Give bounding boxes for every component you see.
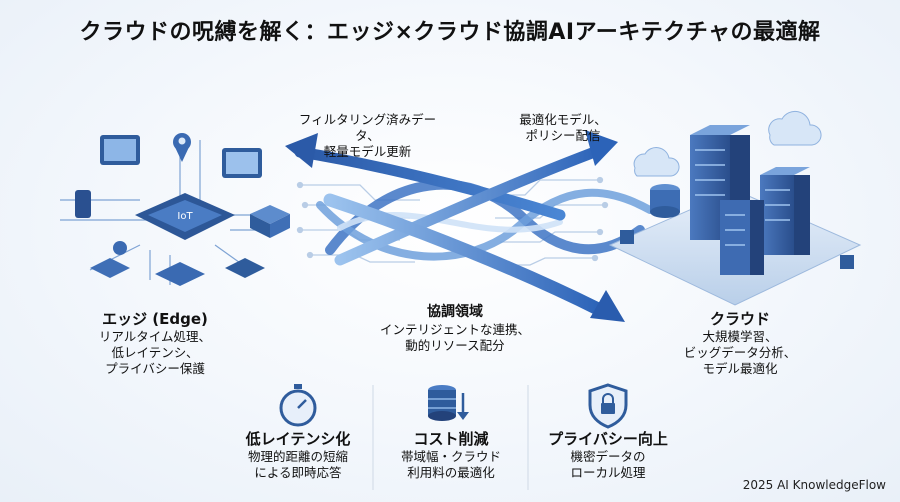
flow-right-label: 最適化モデル、 ポリシー配信	[488, 112, 638, 144]
cloud-label: クラウド 大規模学習、 ビッグデータ分析、 モデル最適化	[650, 310, 830, 377]
benefit-privacy: プライバシー向上 機密データの ローカル処理	[534, 430, 682, 481]
flow-right-line: ポリシー配信	[525, 128, 601, 143]
benefit-line: 機密データの	[570, 449, 646, 464]
cloud-line: 大規模学習、	[702, 329, 778, 344]
collaboration-line: 動的リソース配分	[405, 338, 505, 353]
arrowhead-right	[585, 130, 618, 166]
arrow-down-cloud	[323, 193, 607, 317]
edge-line: プライバシー保護	[105, 361, 205, 376]
cloud-line: ビッグデータ分析、	[683, 345, 797, 360]
flow-right-line: 最適化モデル、	[519, 112, 607, 127]
page-title: クラウドの呪縛を解く：エッジ×クラウド協調AIアーキテクチャの最適解	[79, 20, 821, 45]
benefit-cost: コスト削減 帯域幅・クラウド 利用料の最適化	[380, 430, 522, 481]
arrow-to-cloud	[334, 144, 606, 266]
collaboration-label: 協調領域 インテリジェントな連携、 動的リソース配分	[360, 303, 550, 354]
edge-device-cluster: IoT	[60, 133, 290, 286]
footer-credit: 2025 AI KnowledgeFlow	[742, 478, 886, 492]
edge-line: リアルタイム処理、	[98, 329, 212, 344]
flow-left-label: フィルタリング済みデータ、 軽量モデル更新	[290, 112, 445, 160]
database-download-icon	[428, 385, 469, 421]
shield-lock-icon	[588, 383, 628, 429]
edge-heading: エッジ (Edge)	[102, 310, 208, 328]
stopwatch-icon	[279, 384, 317, 427]
flow-left-line: 軽量モデル更新	[323, 144, 412, 159]
edge-chip-label: IoT	[177, 211, 193, 222]
benefit-line: による即時応答	[254, 465, 342, 480]
cloud-line: モデル最適化	[702, 361, 778, 376]
collaboration-heading: 協調領域	[427, 304, 483, 320]
arrow-to-edge	[294, 146, 566, 221]
benefit-line: ローカル処理	[570, 465, 646, 480]
benefit-heading: 低レイテンシ化	[245, 430, 351, 448]
benefit-line: 利用料の最適化	[407, 465, 495, 480]
arrowhead-down	[590, 290, 625, 322]
flow-left-line: フィルタリング済みデータ、	[298, 112, 437, 143]
benefit-line: 物理的距離の短縮	[247, 449, 348, 464]
cloud-heading: クラウド	[709, 310, 770, 328]
arrowhead-left	[285, 133, 318, 168]
benefit-latency: 低レイテンシ化 物理的距離の短縮 による即時応答	[228, 430, 368, 481]
edge-label: エッジ (Edge) リアルタイム処理、 低レイテンシ、 プライバシー保護	[65, 310, 245, 377]
edge-line: 低レイテンシ、	[111, 345, 199, 360]
benefit-heading: プライバシー向上	[548, 430, 668, 448]
benefit-heading: コスト削減	[413, 430, 489, 448]
benefit-line: 帯域幅・クラウド	[400, 449, 501, 464]
cloud-server-cluster	[608, 110, 862, 306]
collaboration-line: インテリジェントな連携、	[379, 322, 530, 337]
